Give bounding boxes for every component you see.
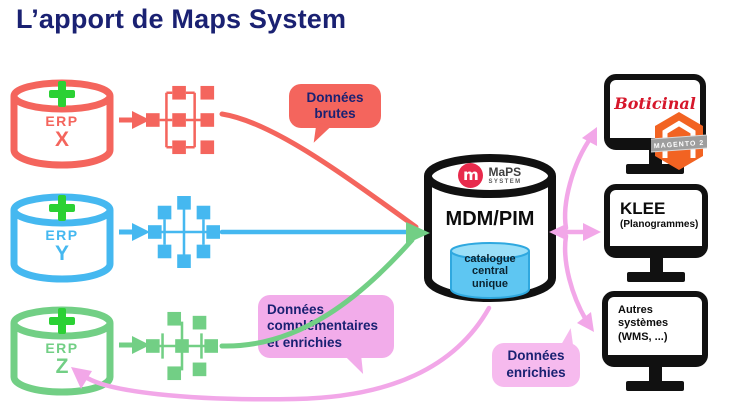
plus-icon	[49, 308, 75, 334]
boticinal-brand: Boticinal	[614, 94, 696, 113]
catalog-line-3: unique	[471, 277, 509, 290]
bubble-donnees-brutes: Données brutes	[289, 84, 381, 146]
monitor-stand	[648, 366, 662, 381]
bubble-comp-line-1: Données	[267, 302, 325, 317]
monitor-frame: Autres systèmes (WMS, ...)	[602, 291, 708, 367]
bubble-comp-line-2: complémentaires	[267, 318, 379, 334]
erp-z-database: ERP Z	[8, 303, 116, 403]
autres-line-1: Autres	[618, 304, 653, 316]
erp-y-label: ERP	[45, 227, 79, 243]
bubble-donnees-enrichies: Données enrichies	[492, 328, 580, 387]
mdm-pim-database: m MaPS SYSTEM MDM/PIM catalogue central …	[421, 150, 559, 310]
magento-badge-text: MAGENTO 2	[654, 140, 705, 151]
monitor-base	[626, 381, 684, 391]
maps-logo-name: MaPS	[488, 165, 522, 179]
erp-y-database: ERP Y	[8, 190, 116, 290]
monitor-klee: KLEE (Planogrammes)	[604, 184, 708, 282]
bubble-brutes-line-1: Données	[306, 90, 364, 105]
monitor-band	[608, 352, 702, 361]
klee-subtitle: (Planogrammes)	[620, 218, 699, 230]
central-catalog-cylinder: catalogue central unique	[447, 240, 533, 302]
klee-name: KLEE	[620, 199, 666, 218]
hierarchy-icon	[146, 85, 215, 155]
bubble-donnees-complementaires: Données complémentaires et enrichies	[258, 295, 394, 377]
bubble-brutes-line-2: brutes	[314, 106, 356, 122]
erp-z-letter: Z	[55, 355, 69, 378]
catalog-label: catalogue central unique	[447, 253, 533, 290]
page-title: L’apport de Maps System	[16, 4, 347, 34]
maps-logo-subtitle: SYSTEM	[488, 179, 522, 185]
monitor-stand	[649, 257, 663, 272]
plus-icon	[49, 81, 75, 107]
catalog-cylinder-icon	[450, 242, 530, 299]
flow-mdm-to-autres	[562, 233, 589, 323]
plus-icon	[49, 195, 75, 221]
autres-line-2: systèmes	[618, 317, 669, 330]
autres-arrowhead	[577, 312, 594, 332]
maps-logo-mark: m	[458, 163, 484, 188]
flow-mdm-to-boticinal	[562, 133, 595, 231]
catalog-line-2: central	[471, 265, 509, 278]
bubble-enr-line-2: enrichies	[506, 364, 566, 380]
magento-logo: MAGENTO 2	[651, 112, 707, 170]
maps-system-logo: m MaPS SYSTEM	[421, 163, 559, 188]
bubble-tail	[342, 352, 364, 377]
network-junction-icon	[146, 311, 218, 381]
bubble-enr-line-1: Données	[507, 348, 565, 363]
monitor-band	[610, 243, 702, 252]
boticinal-arrowhead	[582, 127, 597, 146]
network-hub-icon	[148, 196, 220, 268]
monitor-base	[626, 164, 684, 174]
monitor-frame: KLEE (Planogrammes)	[604, 184, 708, 258]
bubble-tail	[313, 123, 333, 146]
erp-z-label: ERP	[45, 340, 79, 356]
bubble-comp-line-3: et enrichies	[267, 334, 343, 350]
klee-arrowhead	[583, 223, 601, 241]
mdm-pim-title: MDM/PIM	[445, 208, 535, 230]
monitor-autres-systemes: Autres systèmes (WMS, ...)	[602, 291, 708, 391]
monitor-base	[627, 272, 685, 282]
bubble-tail	[556, 328, 574, 348]
klee-label: KLEE (Planogrammes)	[620, 199, 698, 230]
autres-label: Autres systèmes (WMS, ...)	[618, 304, 668, 344]
erp-x-database: ERP X	[8, 76, 116, 176]
erp-y-letter: Y	[54, 242, 69, 265]
catalog-line-1: catalogue	[464, 253, 516, 265]
autres-line-3: (WMS, ...)	[618, 330, 668, 343]
erp-x-letter: X	[54, 128, 69, 151]
erp-x-label: ERP	[45, 113, 79, 129]
